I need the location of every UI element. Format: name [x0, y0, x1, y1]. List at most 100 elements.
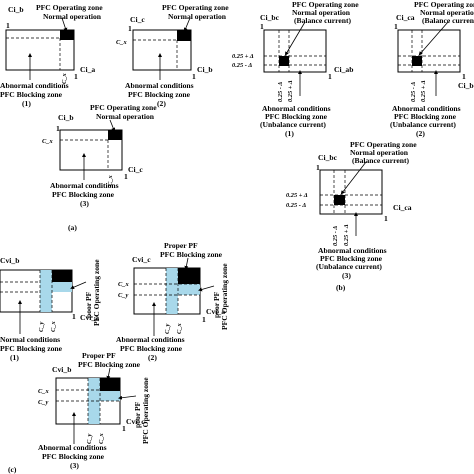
- a3-bottom-label-2: PFC Blocking zone: [52, 190, 115, 199]
- b1-frame: [263, 29, 327, 73]
- a1-bottom-label-2: PFC Blocking zone: [0, 90, 63, 99]
- c1-y-axis-label: Cvi_b: [0, 256, 19, 265]
- c3-bottom-label-2: PFC Blocking zone: [42, 452, 105, 461]
- b2-one-y: 1: [394, 22, 398, 31]
- b1-bottom-label-2: PFC Blocking zone: [265, 112, 328, 121]
- a3-operating-zone: [108, 130, 122, 140]
- c1-one-x: 1: [72, 312, 76, 321]
- c1-bottom-label-2: PFC Blocking zone: [0, 344, 63, 353]
- b3-x-tick-hi: 0.25 + Δ: [343, 224, 350, 246]
- c2-right-label-1: poor PF: [212, 291, 221, 318]
- b1-y-tick-lo: 0.25 - Δ: [232, 62, 252, 69]
- c2-top-label-1: Proper PF: [164, 241, 198, 250]
- b2-bottom-label-2: PFC Blocking zone: [394, 112, 457, 121]
- b3-index: (3): [342, 271, 351, 280]
- c3-y-tick-x: C_x: [38, 388, 49, 395]
- a2-top-label-2: Normal operation: [168, 12, 227, 21]
- c2-one-x: 1: [202, 315, 206, 324]
- c3-operating-zone: [100, 378, 120, 391]
- b2-x-axis-label: Ci_bc: [458, 81, 474, 90]
- c3-y-axis-label: Cvi_b: [52, 365, 71, 374]
- b2-bottom-label-1: Abnormal conditions: [392, 104, 461, 113]
- b3-x-tick-lo: 0.25 - Δ: [332, 226, 339, 246]
- a3-x-axis-label: Ci_c: [128, 165, 143, 174]
- a1-one-x: 1: [74, 72, 78, 81]
- a2-x-axis-label: Ci_b: [197, 65, 213, 74]
- b3-bottom-label-3: (Unbalance current): [316, 262, 382, 271]
- a1-one-y: 1: [6, 21, 10, 30]
- b3-top-arrow: [340, 161, 367, 195]
- b3-y-tick-hi: 0.25 + Δ: [286, 192, 308, 199]
- b2-x-tick-lo: 0.25 - Δ: [410, 82, 417, 102]
- a3-top-label-2: Normal operation: [96, 112, 155, 121]
- a1-bottom-label-1: Abnormal conditions: [0, 81, 69, 90]
- c3-blue-band-h: [88, 390, 120, 401]
- c2-top-arrow: [184, 257, 189, 270]
- a2-one-y: 1: [128, 24, 132, 33]
- a3-top-arrow: [109, 119, 116, 132]
- a2-operating-zone: [177, 30, 191, 41]
- c2-x-axis-label: Cvi_a: [206, 307, 225, 316]
- a3-y-axis-label: Ci_b: [58, 113, 74, 122]
- a3-x-tick: C_x: [107, 175, 114, 186]
- b1-bottom-label-1: Abnormal conditions: [262, 104, 331, 113]
- a1-y-axis-label: Ci_b: [8, 5, 24, 14]
- b3-bottom-label-1: Abnormal conditions: [318, 246, 387, 255]
- b2-top-label-3: (Balance current): [422, 16, 474, 25]
- a3-y-tick: C_x: [42, 138, 53, 145]
- c3-one-x: 1: [122, 424, 126, 433]
- a3-one-y: 1: [56, 124, 60, 133]
- a1-x-tick: C_x: [61, 73, 68, 84]
- b2-y-axis-label: Ci_ca: [396, 13, 415, 22]
- c2-blue-band-h: [166, 284, 200, 295]
- c2-right-arrow: [198, 285, 215, 292]
- c2-y-tick-y: C_y: [118, 292, 128, 299]
- a1-index: (1): [22, 99, 31, 108]
- b1-x-tick-hi: 0.25 + Δ: [287, 80, 294, 102]
- a3-top-label-1: PFC Operating zone: [90, 103, 157, 112]
- panel-b3: Ci_bc 1 PFC Operating zone Normal operat…: [286, 140, 417, 280]
- b1-index: (1): [285, 129, 294, 138]
- c3-x-tick-x: C_x: [98, 433, 105, 444]
- a2-top-label-1: PFC Operating zone: [162, 3, 229, 12]
- panel-a2: Ci_c 1 PFC Operating zone Normal operati…: [116, 3, 229, 108]
- c3-x-axis-label: Cvi_c: [126, 417, 145, 426]
- b3-x-axis-label: Ci_ca: [393, 203, 412, 212]
- b3-top-label-1: PFC Operating zone: [350, 140, 417, 149]
- a1-top-label-1: PFC Operating zone: [36, 3, 103, 12]
- a1-top-label-2: Normal operation: [43, 12, 102, 21]
- b2-bottom-label-3: (Unbalance current): [390, 120, 456, 129]
- b1-y-tick-hi: 0.25 + Δ: [232, 53, 254, 60]
- c1-x-tick-y: C_y: [38, 322, 45, 332]
- a3-bottom-label-1: Abnormal conditions: [50, 181, 119, 190]
- a2-bottom-label-1: Abnormal conditions: [125, 81, 194, 90]
- c3-x-tick-y: C_y: [86, 434, 93, 444]
- b3-one-y: 1: [316, 163, 320, 172]
- c3-top-arrow: [106, 367, 111, 380]
- a2-top-arrow: [183, 17, 191, 32]
- b3-top-label-3: (Balance current): [352, 156, 409, 165]
- b2-frame: [397, 29, 461, 73]
- b1-y-axis-label: Ci_bc: [260, 13, 280, 22]
- b1-top-label-3: (Balance current): [294, 16, 351, 25]
- c1-x-tick-x: C_x: [50, 321, 57, 332]
- panel-b2: Ci_ca 1 PFC Operating zone Normal operat…: [390, 0, 474, 138]
- c1-blue-band-v: [40, 270, 52, 312]
- b1-operating-zone: [279, 56, 289, 66]
- c1-x-axis-label: Cvi_a: [80, 313, 99, 322]
- b2-x-tick-hi: 0.25 + Δ: [420, 80, 427, 102]
- b3-frame: [319, 169, 383, 215]
- c1-right-label-1: poor PF: [84, 291, 93, 318]
- group-a-caption: (a): [68, 223, 77, 232]
- panel-c3: Cvi_b Proper PF PFC Blocking zone C_x C_…: [38, 351, 150, 470]
- c3-right-arrow: [118, 395, 137, 400]
- group-b-caption: (b): [336, 283, 346, 292]
- c2-blue-band-v: [166, 268, 178, 314]
- a3-frame: [59, 129, 123, 171]
- c2-y-tick-x: C_x: [118, 281, 129, 288]
- panel-a3: Ci_b 1 PFC Operating zone Normal operati…: [42, 103, 157, 208]
- a1-top-arrow: [61, 17, 68, 32]
- b1-one-y: 1: [260, 22, 264, 31]
- a2-y-tick: C_x: [116, 39, 127, 46]
